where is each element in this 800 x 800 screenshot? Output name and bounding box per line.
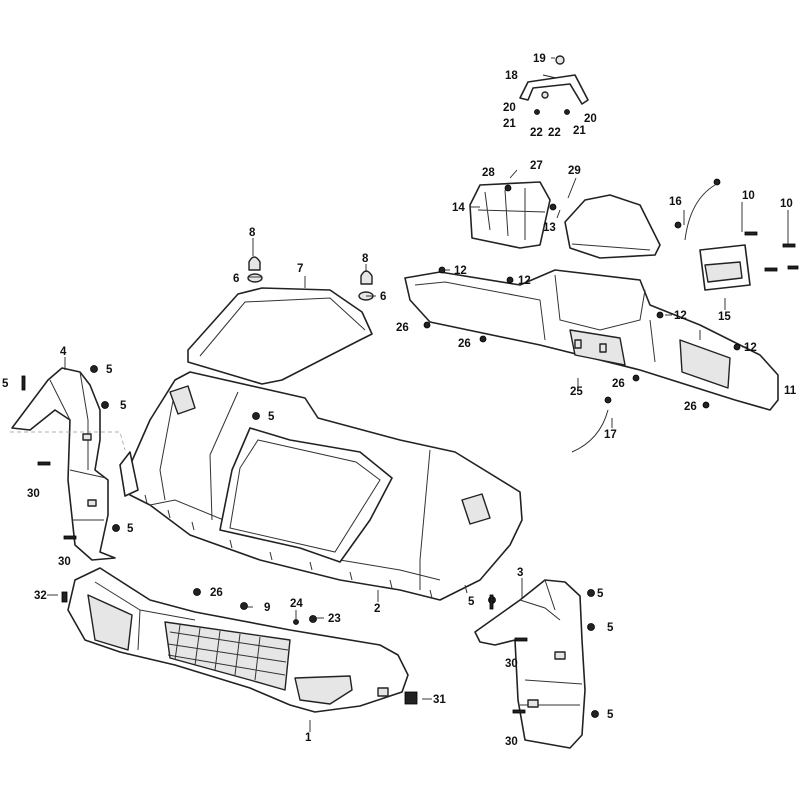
callout-7: 7: [297, 263, 303, 275]
callout-5-a: 5: [2, 378, 9, 390]
callout-12-d: 12: [744, 342, 757, 354]
callout-5-c: 5: [120, 400, 127, 412]
callout-5-f: 5: [468, 596, 475, 608]
callout-4: 4: [60, 346, 67, 358]
callout-26-d: 26: [684, 401, 697, 413]
callout-20-b: 20: [584, 113, 597, 125]
callout-22-a: 22: [530, 127, 543, 139]
knob-right-part-8: [358, 270, 374, 301]
cable-part-17: [571, 396, 612, 453]
callout-18: 18: [505, 70, 518, 82]
callout-5-g: 5: [597, 588, 604, 600]
callout-30-a: 30: [27, 488, 40, 500]
callout-20-a: 20: [503, 102, 516, 114]
cable-part-16: [674, 178, 721, 241]
callout-29: 29: [568, 165, 581, 177]
callout-27: 27: [530, 160, 543, 172]
storage-tray-part-14: [469, 181, 551, 249]
callout-5-i: 5: [607, 709, 614, 721]
callout-12-a: 12: [454, 265, 467, 277]
callout-30-c: 30: [505, 658, 518, 670]
callout-6-a: 6: [233, 273, 239, 285]
callout-25: 25: [570, 386, 583, 398]
callout-19: 19: [533, 53, 546, 65]
callout-26-e: 26: [210, 587, 223, 599]
callout-17: 17: [604, 429, 617, 441]
leader-lines: [47, 57, 789, 732]
callout-10-b: 10: [780, 198, 793, 210]
callout-12-b: 12: [518, 275, 531, 287]
callout-24: 24: [290, 598, 303, 610]
callout-26-b: 26: [458, 338, 471, 350]
callout-22-b: 22: [548, 127, 561, 139]
callout-16: 16: [669, 196, 682, 208]
callout-30-b: 30: [58, 556, 71, 568]
callout-5-b: 5: [106, 364, 113, 376]
callout-21-a: 21: [503, 118, 516, 130]
callout-31: 31: [433, 694, 446, 706]
callout-2: 2: [374, 603, 380, 615]
callout-26-c: 26: [612, 378, 625, 390]
callout-8-a: 8: [249, 227, 256, 239]
callout-8-b: 8: [362, 253, 369, 265]
callout-5-e: 5: [268, 411, 275, 423]
left-fender-part-4: [10, 367, 126, 561]
callout-30-d: 30: [505, 736, 518, 748]
callout-labels: 1 2 3 4 5 5 5 5 5 5 5 5 5 6 6 7 8 8 9 10…: [2, 53, 797, 748]
hood-cover-part-7: [187, 287, 373, 385]
fasteners: [21, 109, 799, 718]
callout-15: 15: [718, 311, 731, 323]
bracket-part-18: [519, 55, 589, 105]
front-bumper-part-1: [67, 567, 409, 713]
dash-panel-part-11: [404, 269, 779, 411]
callout-26-a: 26: [396, 322, 409, 334]
callout-3: 3: [517, 567, 523, 579]
callout-28: 28: [482, 167, 495, 179]
callout-23: 23: [328, 613, 341, 625]
callout-21-b: 21: [573, 125, 586, 137]
knob-left-part-8: [247, 256, 263, 283]
glove-box-part-15: [699, 244, 751, 291]
callout-5-h: 5: [607, 622, 614, 634]
callout-10-a: 10: [742, 190, 755, 202]
callout-11: 11: [784, 385, 797, 397]
front-hood-part-2: [119, 371, 523, 601]
callout-14: 14: [452, 202, 465, 214]
lid-part-13: [564, 194, 661, 259]
callout-12-c: 12: [674, 310, 687, 322]
callout-32: 32: [34, 590, 47, 602]
callout-1: 1: [305, 732, 312, 744]
callout-9: 9: [264, 602, 270, 614]
callout-13: 13: [543, 222, 556, 234]
right-fender-part-3: [474, 579, 586, 749]
callout-5-d: 5: [127, 523, 134, 535]
callout-6-b: 6: [380, 291, 386, 303]
